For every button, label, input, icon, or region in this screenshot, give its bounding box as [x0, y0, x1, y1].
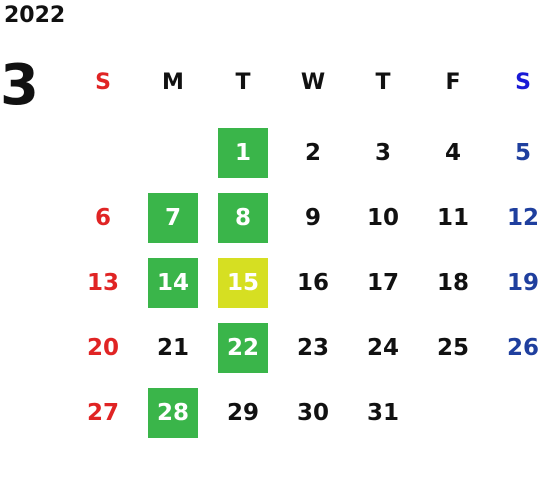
day-number: 5	[514, 139, 531, 166]
day-number: 19	[506, 269, 539, 296]
day-number: 18	[436, 269, 469, 296]
weekday-monday: M	[162, 70, 184, 95]
day-cell[interactable]: 9	[278, 185, 348, 250]
day-cell[interactable]: 7	[138, 185, 208, 250]
day-cell[interactable]: 19	[488, 250, 548, 315]
day-cell[interactable]: 3	[348, 120, 418, 185]
day-number: 28	[148, 387, 198, 438]
day-number: 24	[366, 334, 399, 361]
day-cell[interactable]: 5	[488, 120, 548, 185]
day-cell[interactable]: 17	[348, 250, 418, 315]
weekday-thursday: T	[375, 70, 391, 95]
day-number: 11	[436, 204, 469, 231]
weekday-wednesday: W	[300, 70, 326, 95]
day-number: 26	[506, 334, 539, 361]
calendar-month: 3	[0, 53, 39, 118]
day-number: 27	[86, 399, 119, 426]
day-cell[interactable]: 27	[68, 380, 138, 445]
day-number: 1	[218, 127, 268, 178]
day-cell[interactable]: 28	[138, 380, 208, 445]
day-cell[interactable]: 10	[348, 185, 418, 250]
day-cell[interactable]: 30	[278, 380, 348, 445]
day-cell[interactable]: 2	[278, 120, 348, 185]
calendar-year: 2022	[4, 3, 66, 28]
day-number: 16	[296, 269, 329, 296]
day-number: 17	[366, 269, 399, 296]
day-cell[interactable]: 29	[208, 380, 278, 445]
day-cell[interactable]: 14	[138, 250, 208, 315]
day-cell[interactable]: 23	[278, 315, 348, 380]
day-number: 15	[218, 257, 268, 308]
day-cell[interactable]: 22	[208, 315, 278, 380]
day-number: 7	[148, 192, 198, 243]
day-number: 29	[226, 399, 259, 426]
day-number: 6	[94, 204, 111, 231]
day-number: 21	[156, 334, 189, 361]
weekday-tuesday: T	[235, 70, 251, 95]
day-number: 20	[86, 334, 119, 361]
day-cell[interactable]: 31	[348, 380, 418, 445]
day-number: 13	[86, 269, 119, 296]
day-cell[interactable]: 13	[68, 250, 138, 315]
weekday-header: S M T W T F S	[68, 60, 548, 105]
day-number: 4	[444, 139, 461, 166]
day-cell[interactable]: 26	[488, 315, 548, 380]
day-cell[interactable]: 11	[418, 185, 488, 250]
empty-cell	[68, 120, 138, 185]
day-number: 3	[374, 139, 391, 166]
day-number: 12	[506, 204, 539, 231]
day-cell[interactable]: 1	[208, 120, 278, 185]
day-cell[interactable]: 20	[68, 315, 138, 380]
day-cell[interactable]: 4	[418, 120, 488, 185]
weekday-sunday: S	[95, 70, 111, 95]
day-cell[interactable]: 25	[418, 315, 488, 380]
day-number: 14	[148, 257, 198, 308]
day-cell[interactable]: 16	[278, 250, 348, 315]
day-number: 30	[296, 399, 329, 426]
day-cell[interactable]: 15	[208, 250, 278, 315]
day-number: 31	[366, 399, 399, 426]
empty-cell	[138, 120, 208, 185]
day-cell[interactable]: 6	[68, 185, 138, 250]
day-cell[interactable]: 24	[348, 315, 418, 380]
day-number: 9	[304, 204, 321, 231]
day-number: 10	[366, 204, 399, 231]
day-cell[interactable]: 12	[488, 185, 548, 250]
day-cell[interactable]: 18	[418, 250, 488, 315]
day-number: 25	[436, 334, 469, 361]
day-number: 2	[304, 139, 321, 166]
day-number: 23	[296, 334, 329, 361]
day-number: 8	[218, 192, 268, 243]
weekday-saturday: S	[515, 70, 531, 95]
day-cell[interactable]: 21	[138, 315, 208, 380]
day-cell[interactable]: 8	[208, 185, 278, 250]
day-number: 22	[218, 322, 268, 373]
weekday-friday: F	[445, 70, 461, 95]
